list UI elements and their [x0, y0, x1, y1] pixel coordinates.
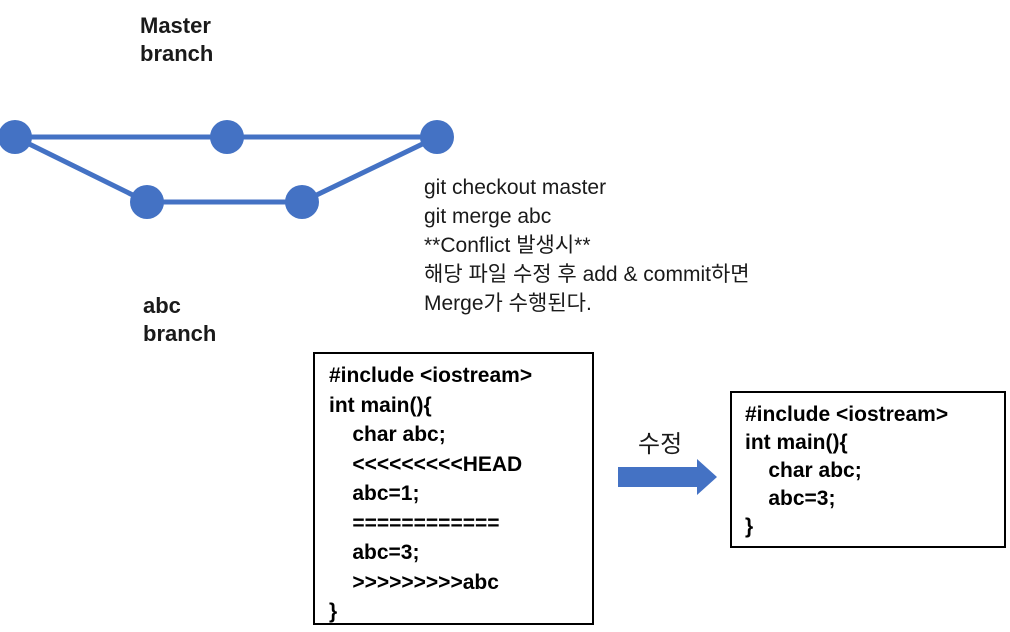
commit-node-merge — [420, 120, 454, 154]
code-line: int main(){ — [745, 431, 848, 454]
git-command-line: Merge가 수행된다. — [424, 292, 592, 315]
abc-branch-label: abc branch — [143, 293, 217, 346]
commit-node-master-2 — [210, 120, 244, 154]
merge-line — [300, 134, 439, 205]
code-line: #include <iostream> — [745, 403, 949, 426]
branch-out-line — [13, 134, 149, 205]
arrow-label: 수정 — [638, 431, 683, 458]
code-line-conflict-start: <<<<<<<<<HEAD — [329, 452, 523, 476]
commit-node-abc-2 — [285, 185, 319, 219]
code-line: abc=3; — [745, 487, 836, 510]
code-line-conflict-end: >>>>>>>>>abc — [329, 570, 499, 594]
master-branch-label: Master branch — [140, 13, 214, 66]
code-line: char abc; — [329, 423, 446, 446]
git-branch-diagram — [0, 120, 454, 219]
code-line-conflict-separator: ============ — [329, 511, 500, 535]
code-line: char abc; — [745, 459, 862, 482]
git-commands-text: git checkout master git merge abc **Conf… — [424, 173, 750, 318]
commit-node-abc-1 — [130, 185, 164, 219]
arrow-shape — [618, 459, 717, 495]
code-line: #include <iostream> — [329, 364, 533, 387]
resolved-code-box: #include <iostream> int main(){ char abc… — [730, 391, 1006, 548]
code-line: } — [745, 515, 754, 538]
git-command-line: git merge abc — [424, 205, 552, 228]
right-arrow-icon — [618, 459, 717, 495]
code-line: abc=3; — [329, 541, 420, 564]
git-command-line: 해당 파일 수정 후 add & commit하면 — [424, 263, 750, 286]
code-line: int main(){ — [329, 393, 432, 417]
commit-node-master-1 — [0, 120, 32, 154]
git-command-line: **Conflict 발생시** — [424, 234, 591, 257]
conflict-code-box: #include <iostream> int main(){ char abc… — [313, 352, 594, 625]
code-line: } — [329, 600, 338, 623]
git-command-line: git checkout master — [424, 176, 607, 199]
code-line: abc=1; — [329, 482, 420, 505]
